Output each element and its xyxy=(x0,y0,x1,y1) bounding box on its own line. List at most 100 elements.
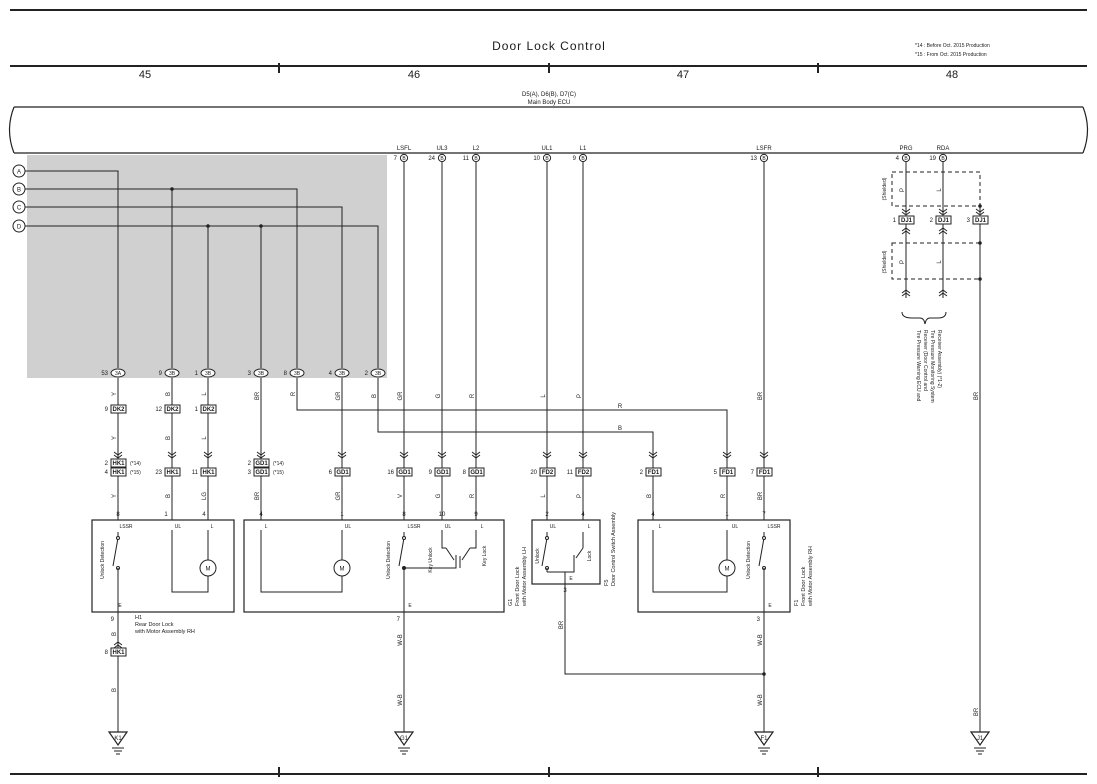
connector-chevron xyxy=(722,454,732,459)
connector-id: GD1 xyxy=(336,470,349,476)
component-name: with Motor Assembly RH xyxy=(808,546,814,607)
connector-pin-number: 11 xyxy=(567,470,574,476)
connector-pin-number: 4 xyxy=(105,470,109,476)
pin-name: L xyxy=(265,524,268,530)
lock-switch xyxy=(575,547,584,559)
bus-connector xyxy=(200,368,216,378)
switch-contact xyxy=(762,536,766,540)
wire-color-label: BR xyxy=(974,707,980,716)
connector-chevron xyxy=(203,454,213,459)
wire-color-label: L xyxy=(937,188,943,192)
ecu-pin-name: L1 xyxy=(580,146,587,152)
tpms-label: Tire Pressure Monitoring System xyxy=(929,330,935,403)
connector-pin-number: 6 xyxy=(329,470,333,476)
connector-pin-number: 2 xyxy=(640,470,644,476)
reference-wire xyxy=(25,225,379,368)
ecu-pin-name: RDA xyxy=(937,146,950,152)
connector-chevron xyxy=(337,454,347,459)
ground-id: G1 xyxy=(400,736,409,742)
pin-number: 8 xyxy=(116,512,120,518)
motor-label: M xyxy=(725,567,730,573)
connector-pin-number: 9 xyxy=(429,470,433,476)
component-name: Door Control Switch Assembly xyxy=(611,512,617,586)
connector-chevron xyxy=(167,451,177,456)
ecu-connectors-label: D5(A), D6(B), D7(C) xyxy=(522,92,576,98)
internal-wire xyxy=(260,530,343,593)
reference-wire xyxy=(25,188,298,368)
connector-id: GD1 xyxy=(255,461,268,467)
wire-color-label: R xyxy=(618,404,623,410)
bus-pin-number: 4 xyxy=(329,371,333,377)
ecu-pin xyxy=(437,153,447,163)
switch-contact xyxy=(116,536,120,540)
ecu-pin-name: L2 xyxy=(473,146,480,152)
bus-connector xyxy=(253,368,269,378)
pin-name: E xyxy=(118,603,122,609)
wire-color-label: Y xyxy=(112,494,118,498)
diagram-title: Door Lock Control xyxy=(492,39,606,53)
pin-number: 4 xyxy=(581,512,585,518)
bus-connector xyxy=(370,368,386,378)
wire-color-label: P xyxy=(577,494,583,498)
junction-dot xyxy=(259,224,263,228)
connector-chevron xyxy=(542,451,552,456)
connector-chevron xyxy=(901,289,911,294)
pin-number: 9 xyxy=(111,617,115,623)
key-lock-switch xyxy=(461,547,471,561)
connector-pin-number: 12 xyxy=(155,407,162,413)
ecu-pin xyxy=(399,153,409,163)
tpms-label: Receiver (Door Control and xyxy=(922,330,928,391)
wire-color-label: V xyxy=(398,494,404,498)
ecu-pin xyxy=(901,153,911,163)
ecu-pin-connector: B xyxy=(762,156,766,162)
wire-color-label: GR xyxy=(398,391,404,401)
wire-color-label: B xyxy=(618,426,622,432)
connector-chevron xyxy=(759,451,769,456)
ground-j1 xyxy=(969,731,991,747)
switch-contact xyxy=(402,536,406,540)
ecu-pin-name: UL1 xyxy=(541,146,553,152)
motor-symbol xyxy=(333,559,351,577)
connector-chevron xyxy=(578,454,588,459)
wire-color-label: W-B xyxy=(398,634,404,646)
connector-id: GD1 xyxy=(398,470,411,476)
connector-chevron xyxy=(113,451,123,456)
reference-wire xyxy=(25,170,119,368)
wire-color-label: BR xyxy=(559,620,565,629)
connector-chevron xyxy=(471,451,481,456)
connector-pin-number: 20 xyxy=(530,470,537,476)
ground-k1 xyxy=(107,731,129,747)
ecu-pin-connector: B xyxy=(941,156,945,162)
wire-color-label: W-B xyxy=(758,634,764,646)
bus-pin-number: 8 xyxy=(284,371,288,377)
pin-number: 2 xyxy=(545,512,549,518)
bus-connector-label: 3B xyxy=(258,371,265,377)
production-note: (*15) xyxy=(273,470,284,476)
unlock-switch xyxy=(541,537,548,567)
wire-color-label: P xyxy=(577,394,583,398)
connector-chevron xyxy=(901,292,911,297)
wire-color-label: Y xyxy=(112,392,118,396)
connector-id: DK2 xyxy=(166,407,179,413)
connector-id: DJ1 xyxy=(901,218,913,224)
reference-label: B xyxy=(17,188,21,194)
ecu-pin-name: LSFR xyxy=(756,146,772,152)
component-name: Front Door Lock xyxy=(801,566,807,606)
connector-chevron xyxy=(167,454,177,459)
pin-name: L xyxy=(481,524,484,530)
pin-name: UL xyxy=(550,524,557,530)
wire-color-label: B xyxy=(372,394,378,398)
ecu-pin-number: 19 xyxy=(929,156,936,162)
component-name: Rear Door Lock xyxy=(135,622,174,628)
connector-chevron xyxy=(399,451,409,456)
junction-dot xyxy=(402,566,406,570)
ecu-pin-number: 4 xyxy=(896,156,900,162)
pin-number: 1 xyxy=(340,512,344,518)
pin-number: 9 xyxy=(474,512,478,518)
wire-color-label: BR xyxy=(974,391,980,400)
wire-color-label: BR xyxy=(255,391,261,400)
shield-top xyxy=(891,171,981,207)
connector-pin-number: 2 xyxy=(930,218,934,224)
bus-connector-label: 3B xyxy=(205,371,212,377)
connector-chevron xyxy=(437,454,447,459)
